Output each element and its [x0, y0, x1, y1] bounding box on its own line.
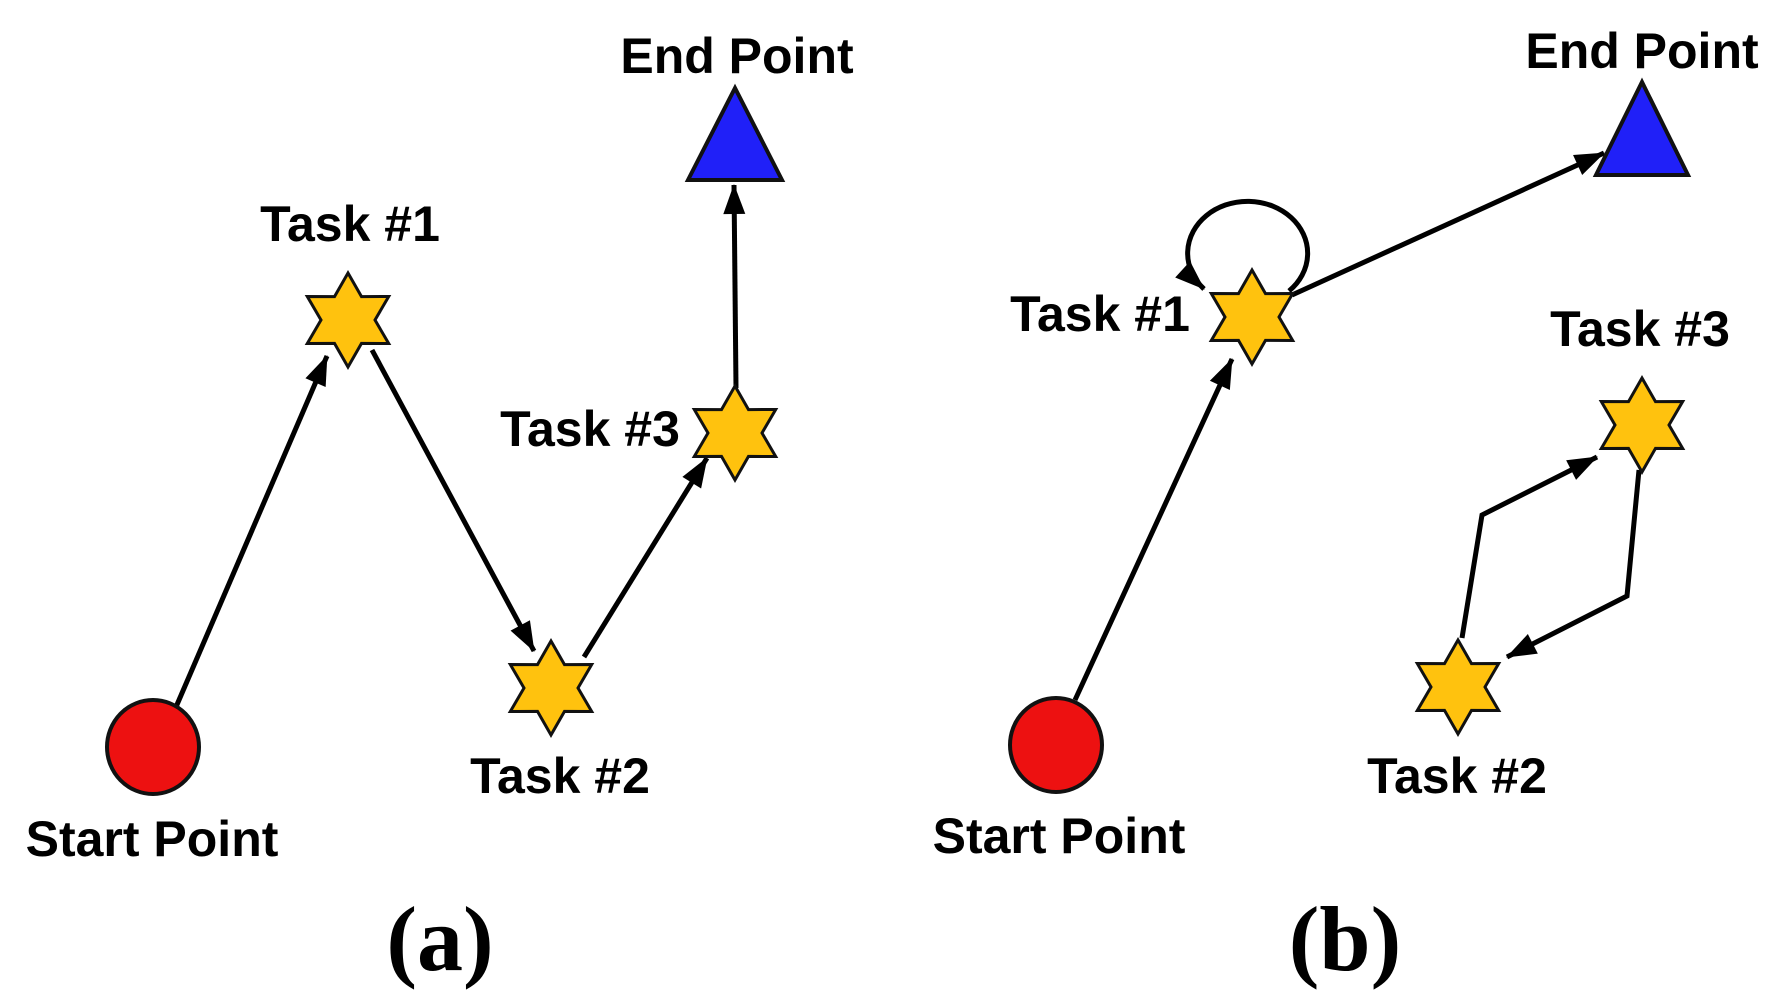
- panel-b-caption: (b): [1288, 888, 1402, 990]
- edge-b-task3-to-task2: [1505, 469, 1642, 660]
- start-point-label-b: Start Point: [932, 808, 1186, 864]
- edge-a-task2-to-task3: [581, 456, 710, 659]
- task1-star-a: [305, 271, 391, 369]
- task2-label-b: Task #2: [1367, 748, 1547, 804]
- task1-star-b: [1209, 268, 1295, 366]
- end-point-label-b: End Point: [1525, 23, 1759, 79]
- task2-label-a: Task #2: [470, 748, 650, 804]
- start-point-label-a: Start Point: [25, 811, 279, 867]
- task1-label-b: Task #1: [1010, 286, 1190, 342]
- edge-b-task1-to-end: [1290, 150, 1606, 298]
- end-point-triangle-a: [684, 83, 786, 182]
- task3-label-a: Task #3: [500, 401, 680, 457]
- edge-b-start-to-task1: [1072, 357, 1235, 702]
- edge-a-task3-to-end: [723, 184, 746, 389]
- edge-b-task2-to-task3: [1459, 454, 1599, 639]
- end-point-triangle-b: [1592, 77, 1692, 177]
- task3-star-b: [1599, 376, 1685, 474]
- task3-label-b: Task #3: [1550, 301, 1730, 357]
- start-point-circle-a: [105, 698, 201, 796]
- end-point-label-a: End Point: [620, 28, 854, 84]
- panel-a-edges: [173, 184, 746, 708]
- task2-star-a: [508, 639, 594, 737]
- edge-a-task1-to-task2: [369, 348, 537, 653]
- task3-star-a: [692, 384, 778, 482]
- start-point-circle-b: [1008, 696, 1104, 794]
- edge-b-task1-self-loop: [1175, 198, 1311, 293]
- task2-star-b: [1415, 638, 1501, 736]
- panel-b-edges: [1072, 150, 1642, 702]
- task1-label-a: Task #1: [260, 196, 440, 252]
- edge-a-start-to-task1: [173, 355, 330, 708]
- panel-a-caption: (a): [386, 888, 494, 990]
